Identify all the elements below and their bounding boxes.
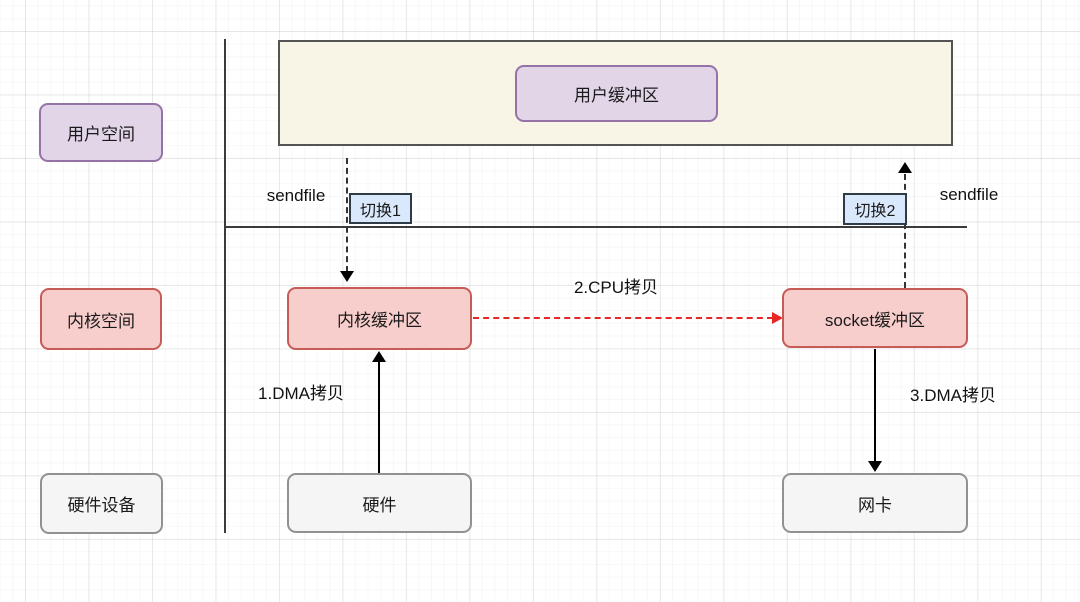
dma-copy-3-arrow	[874, 349, 876, 461]
dma-copy-1-arrow	[378, 362, 380, 473]
lane-label-hardware-device: 硬件设备	[40, 473, 163, 534]
switch2-badge: 切换2	[843, 193, 907, 225]
cpu-copy-label: 2.CPU拷贝	[573, 278, 659, 297]
switch1-arrow	[346, 158, 348, 272]
lane-label-user-space: 用户空间	[39, 103, 163, 162]
socket-buffer-node: socket缓冲区	[782, 288, 968, 348]
user-buffer-node: 用户缓冲区	[515, 65, 718, 122]
arrowhead-right-icon	[772, 312, 783, 324]
arrowhead-up-icon	[372, 351, 386, 362]
dma-copy-3-label: 3.DMA拷贝	[910, 386, 996, 405]
switch2-arrow	[904, 174, 906, 288]
nic-node: 网卡	[782, 473, 968, 533]
lane-label-kernel-space: 内核空间	[40, 288, 162, 350]
kernel-buffer-node: 内核缓冲区	[287, 287, 472, 350]
cpu-copy-arrow	[473, 317, 773, 319]
arrowhead-up-icon	[898, 162, 912, 173]
hardware-node: 硬件	[287, 473, 472, 533]
space-divider-vertical	[224, 39, 226, 533]
space-divider-horizontal	[224, 226, 967, 228]
dma-copy-1-label: 1.DMA拷贝	[258, 384, 344, 403]
sendfile-label-left: sendfile	[266, 186, 326, 205]
sendfile-label-right: sendfile	[939, 185, 999, 204]
switch1-badge: 切换1	[349, 193, 412, 224]
arrowhead-down-icon	[340, 271, 354, 282]
arrowhead-down-icon	[868, 461, 882, 472]
